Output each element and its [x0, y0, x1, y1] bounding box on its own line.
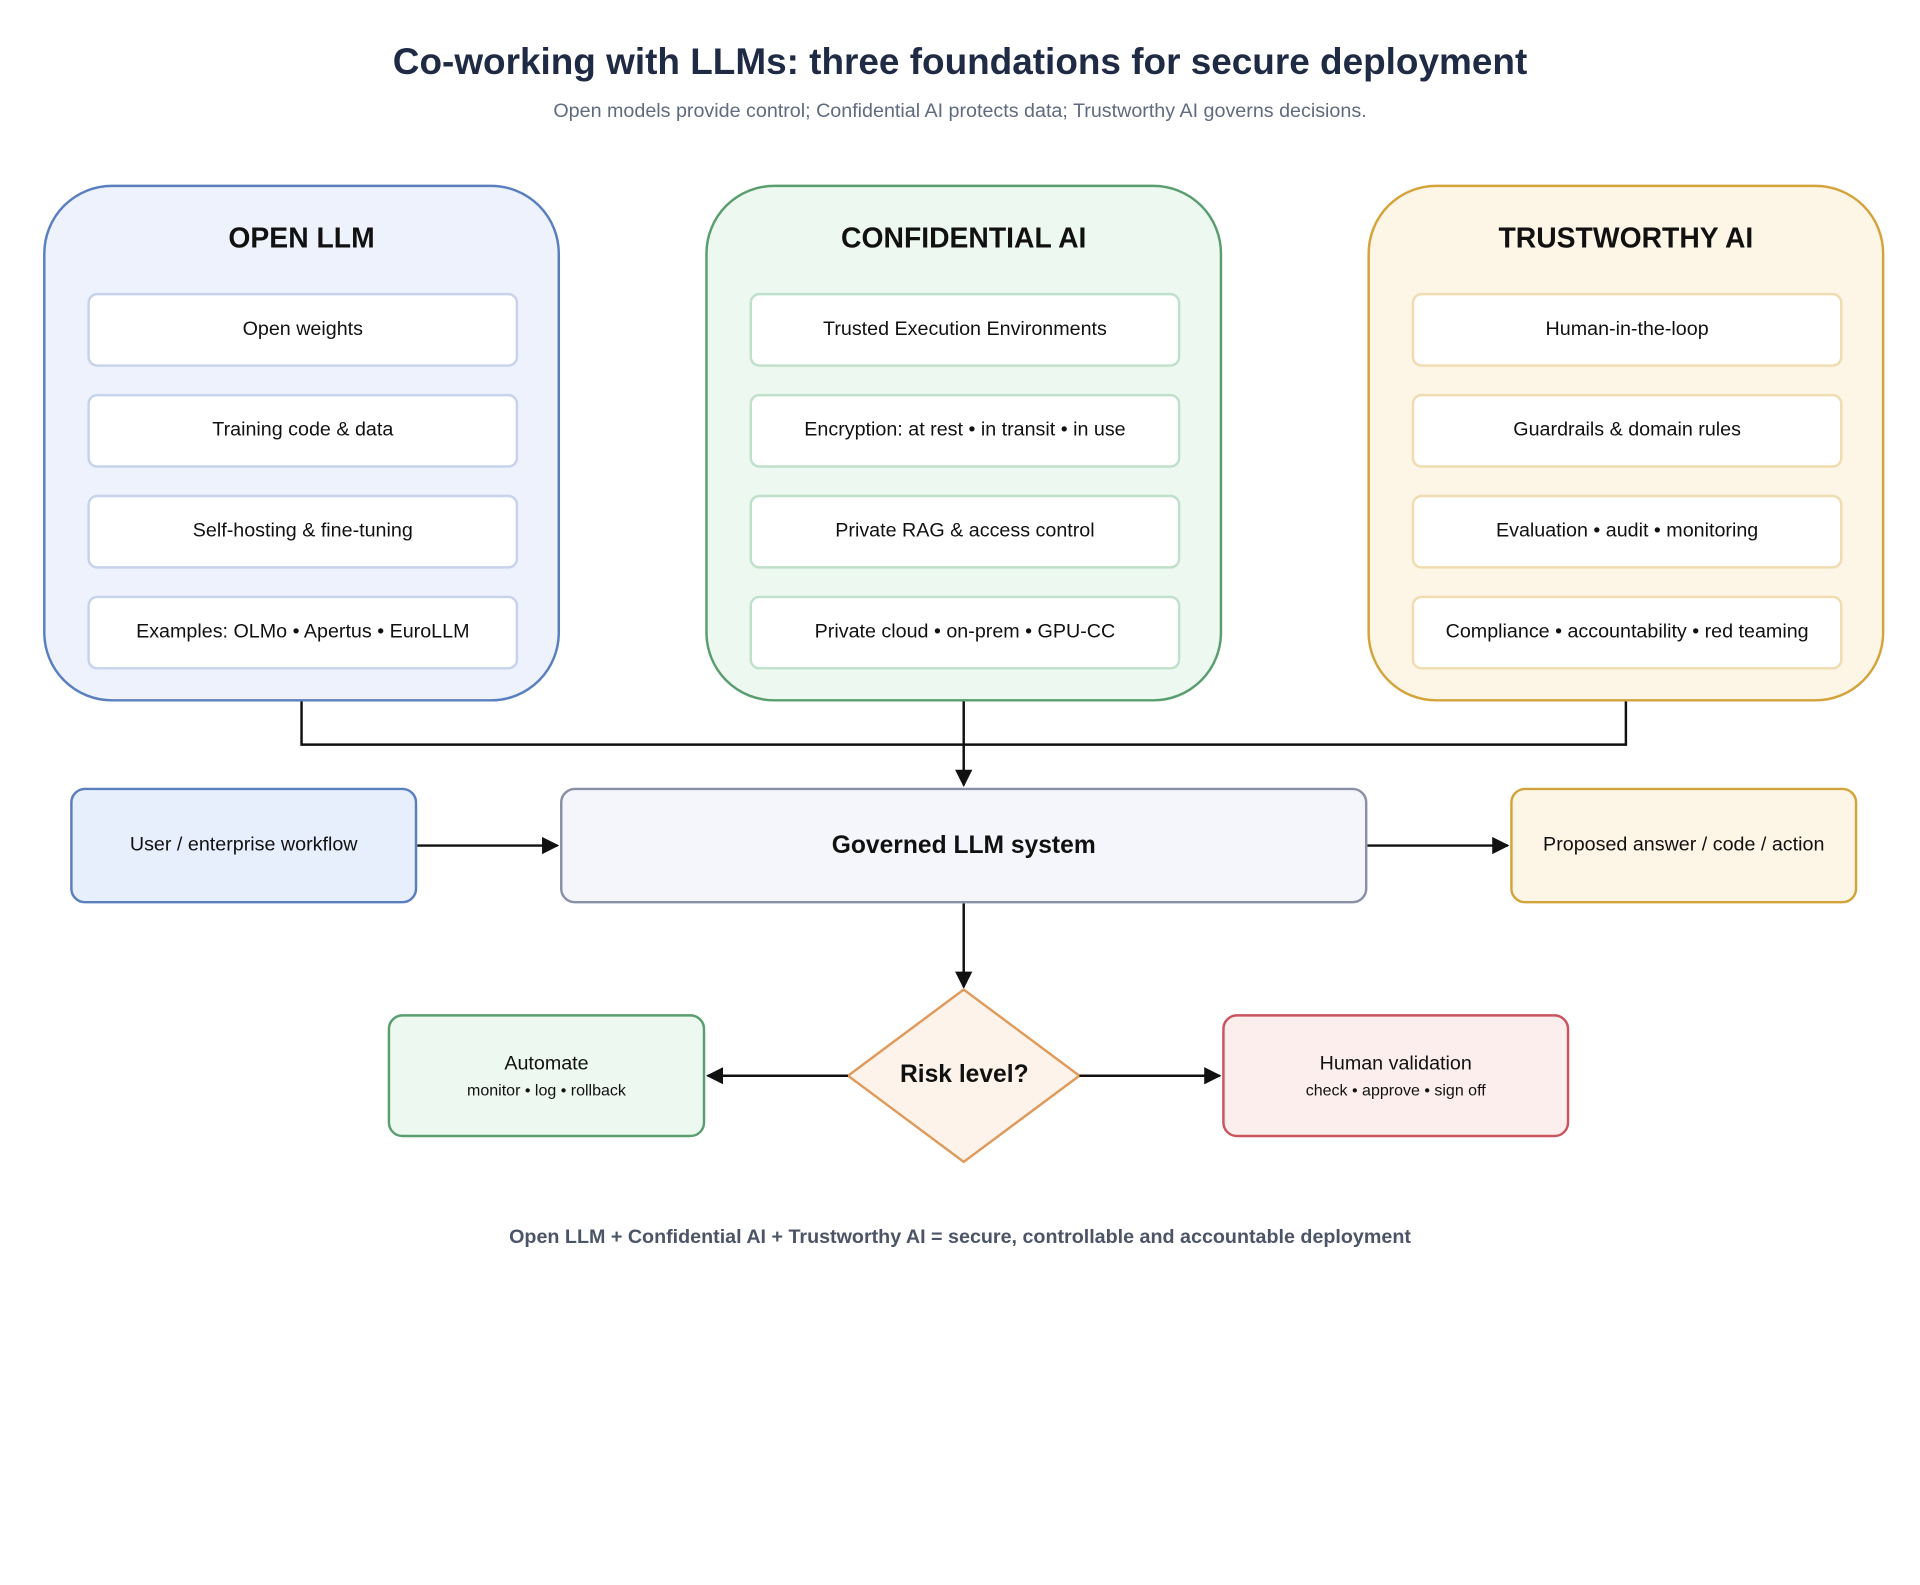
- diagram-footer: Open LLM + Confidential AI + Trustworthy…: [509, 1227, 1411, 1249]
- panel-item: Private cloud • on-prem • GPU-CC: [749, 595, 1181, 670]
- human-validation-node: Human validation check • approve • sign …: [1222, 1014, 1570, 1138]
- panel-item: Examples: OLMo • Apertus • EuroLLM: [87, 595, 519, 670]
- connector-layer: [300, 701, 1628, 1164]
- panel-item: Private RAG & access control: [749, 494, 1181, 569]
- panel-title: CONFIDENTIAL AI: [841, 221, 1087, 254]
- governed-llm-system-node: Governed LLM system: [560, 787, 1368, 904]
- panel-open-llm: OPEN LLM Open weights Training code & da…: [43, 184, 561, 702]
- automate-title: Automate: [504, 1052, 589, 1074]
- automate-node: Automate monitor • log • rollback: [387, 1014, 706, 1138]
- human-validation-subtitle: check • approve • sign off: [1305, 1080, 1486, 1099]
- panel-item: Encryption: at rest • in transit • in us…: [749, 393, 1181, 468]
- panel-trustworthy-ai: TRUSTWORTHY AI Human-in-the-loop Guardra…: [1367, 184, 1885, 702]
- risk-decision-label: Risk level?: [900, 1060, 1029, 1088]
- user-workflow-node: User / enterprise workflow: [70, 787, 418, 904]
- panel-item: Training code & data: [87, 393, 519, 468]
- panel-item: Trusted Execution Environments: [749, 292, 1181, 367]
- risk-decision-diamond: [845, 988, 1082, 1164]
- panel-item: Human-in-the-loop: [1411, 292, 1843, 367]
- panel-item: Self-hosting & fine-tuning: [87, 494, 519, 569]
- panel-confidential-ai: CONFIDENTIAL AI Trusted Execution Enviro…: [705, 184, 1223, 702]
- panel-item: Evaluation • audit • monitoring: [1411, 494, 1843, 569]
- panel-item: Guardrails & domain rules: [1411, 393, 1843, 468]
- proposed-output-node: Proposed answer / code / action: [1510, 787, 1858, 904]
- diagram-title: Co-working with LLMs: three foundations …: [392, 41, 1528, 83]
- panel-title: TRUSTWORTHY AI: [1498, 221, 1754, 254]
- panel-title: OPEN LLM: [228, 221, 375, 254]
- human-validation-title: Human validation: [1319, 1052, 1472, 1074]
- panel-item: Open weights: [87, 292, 519, 367]
- diagram-subtitle: Open models provide control; Confidentia…: [553, 100, 1367, 122]
- automate-subtitle: monitor • log • rollback: [467, 1080, 626, 1099]
- panel-item: Compliance • accountability • red teamin…: [1411, 595, 1843, 670]
